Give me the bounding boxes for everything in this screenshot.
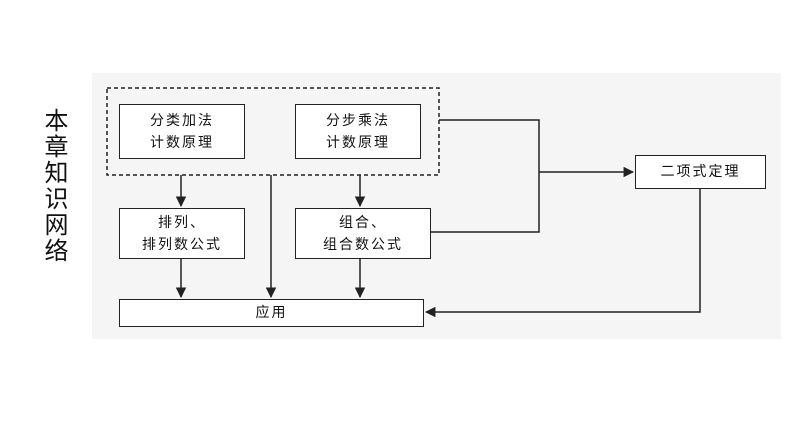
node-addition-principle: 分类加法 计数原理 — [119, 104, 245, 159]
node-multiplication-principle-line2: 计数原理 — [326, 134, 390, 151]
node-permutation: 排列、 排列数公式 — [119, 208, 245, 259]
diagram-connectors — [106, 87, 701, 318]
node-multiplication-principle-line1: 分步乘法 — [326, 112, 390, 129]
node-binomial-theorem-label: 二项式定理 — [660, 164, 741, 180]
node-application-label: 应用 — [255, 305, 288, 321]
node-application: 应用 — [119, 299, 424, 327]
node-combination-line1: 组合、 — [339, 214, 387, 231]
node-combination: 组合、 组合数公式 — [295, 208, 431, 259]
node-combination-line2: 组合数公式 — [323, 236, 403, 253]
connector-multiplication-to-junction — [439, 119, 540, 172]
node-multiplication-principle: 分步乘法 计数原理 — [295, 104, 421, 159]
connector-combination-to-junction — [430, 172, 540, 233]
node-addition-principle-line2: 计数原理 — [150, 134, 214, 151]
node-addition-principle-line1: 分类加法 — [150, 112, 214, 129]
counting-principles-group — [106, 87, 440, 176]
node-binomial-theorem: 二项式定理 — [635, 155, 766, 189]
knowledge-network-diagram: 分类加法 计数原理 分步乘法 计数原理 排列、 排列数公式 组合、 组合数公式 … — [92, 73, 781, 339]
side-title: 本章知识网络 — [40, 108, 68, 264]
node-permutation-line1: 排列、 — [158, 214, 206, 231]
node-permutation-line2: 排列数公式 — [142, 236, 222, 253]
arrow-binomial-to-application — [424, 189, 701, 318]
